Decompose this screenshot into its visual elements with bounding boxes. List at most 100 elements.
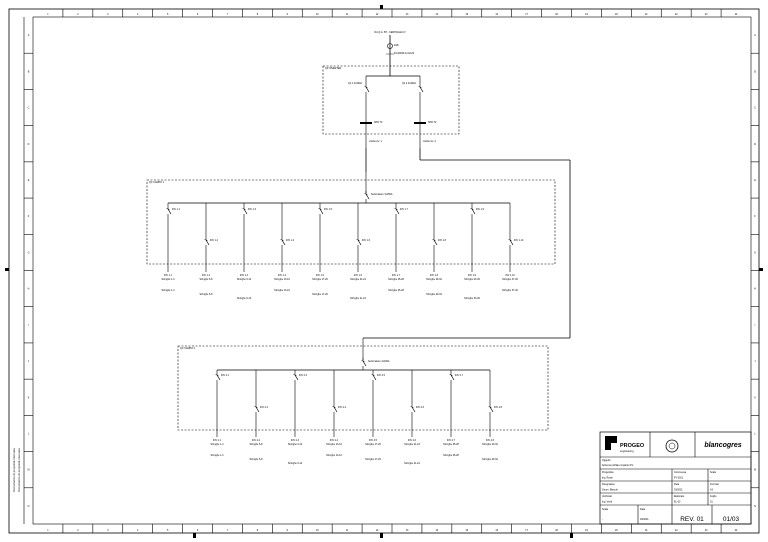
spd-label-left: SPD T2	[374, 121, 383, 124]
feeder-breaker-mark	[470, 208, 474, 210]
feeder-breaker-contact	[243, 208, 248, 215]
row-label-right: J	[754, 360, 756, 363]
incoming-cable-label: FG16R16 4x1x120	[394, 52, 415, 55]
feeder-breaker-code: INV 1.7	[400, 208, 409, 211]
feeder-cable-note: Stringhe 9-12	[288, 462, 303, 465]
field-panel-box	[177, 345, 549, 431]
row-label-right: M	[754, 469, 756, 472]
col-label-top: 4	[137, 13, 139, 16]
sheet-number: 01/03	[723, 516, 740, 523]
feeder-breaker-contact	[281, 239, 286, 246]
row-label-right: L	[754, 432, 756, 435]
tb-cell-label: Disegnatore	[602, 483, 616, 486]
feeder-breaker-contact	[333, 406, 338, 413]
main-switch-contact	[362, 360, 367, 367]
row-label-right: A	[754, 34, 756, 37]
col-label-bottom: 8	[257, 529, 259, 532]
row-label-right: I	[755, 324, 756, 327]
feeder-breaker-contact	[216, 374, 221, 381]
feeder-breaker-code: INV 1.3	[248, 208, 257, 211]
tb-cell-label: Verificato	[602, 495, 613, 498]
feeder-breaker-mark	[488, 406, 492, 408]
col-label-bottom: 12	[376, 529, 379, 532]
feeder-breaker-contact	[205, 239, 210, 246]
panel1-breaker-right-mark	[418, 86, 422, 88]
col-label-bottom: 13	[406, 529, 409, 532]
col-label-bottom: 5	[167, 529, 169, 532]
feeder-code-label: INV 1.9	[468, 274, 477, 277]
side-note-text-2: Documento di proprietà riservata	[17, 448, 21, 492]
object-heading: Oggetto	[602, 459, 611, 462]
feeder-cable-note: Stringhe 37-40	[502, 289, 518, 292]
col-label-top: 3	[107, 13, 109, 16]
tb-cell-value: Ing. Rossi	[602, 477, 613, 480]
tb-bottom-value: -	[602, 518, 603, 521]
col-label-bottom: 4	[137, 529, 139, 532]
feeder-breaker-contact	[357, 239, 362, 246]
feeder-breaker-mark	[166, 208, 170, 210]
main-switch-mark	[361, 360, 365, 362]
feeder-code-label: INV 1.5	[316, 274, 325, 277]
col-label-bottom: 18	[555, 529, 558, 532]
row-label-left: J	[28, 360, 30, 363]
row-label-right: G	[754, 251, 756, 254]
progeo-logo-icon	[605, 436, 617, 450]
col-label-bottom: 3	[107, 529, 109, 532]
feeder-breaker-code: INV 2.6	[416, 406, 425, 409]
feeder-desc-label: Stringhe 17-20	[365, 443, 381, 446]
row-label-left: B	[28, 70, 30, 73]
col-label-top: 8	[257, 13, 259, 16]
col-label-top: 16	[495, 13, 498, 16]
col-label-bottom: 21	[645, 529, 648, 532]
feeder-breaker-mark	[449, 374, 453, 376]
col-label-bottom: 10	[316, 529, 319, 532]
meter-label: kWh	[394, 44, 399, 47]
col-label-top: 20	[615, 13, 618, 16]
feeder-cable-note: Stringhe 17-20	[312, 293, 328, 296]
panel1-out-label-right: Uscita inv. 2	[423, 140, 437, 143]
row-label-left: I	[28, 324, 29, 327]
feeder-breaker-mark	[432, 239, 436, 241]
feeder-breaker-code: INV 2.5	[377, 374, 386, 377]
feeder-cable-note: Stringhe 5-8	[249, 458, 263, 461]
tb-cell-label: Scala	[710, 471, 717, 474]
row-label-right: E	[754, 179, 756, 182]
tb-cell-value: -	[710, 477, 711, 480]
tb-cell-label: Commessa	[674, 471, 687, 474]
col-label-top: 9	[287, 13, 289, 16]
tb-cell-value: EL-03	[674, 501, 681, 504]
feeder-code-label: INV 2.8	[486, 439, 495, 442]
col-label-bottom: 6	[197, 529, 199, 532]
quarter-mark-left	[193, 533, 196, 538]
inverter-panel-box	[322, 65, 460, 135]
feeder-breaker-mark	[318, 208, 322, 210]
feeder-breaker-mark	[242, 208, 246, 210]
tb-cell-value: 03/2021	[674, 489, 683, 492]
feeder-desc-label: Stringhe 25-28	[443, 443, 459, 446]
col-label-top: 21	[645, 13, 648, 16]
revision: REV. 01	[680, 516, 704, 523]
field-panel-box	[146, 179, 556, 265]
feeder-breaker-mark	[280, 239, 284, 241]
feeder-breaker-contact	[489, 406, 494, 413]
feeder-breaker-mark	[356, 239, 360, 241]
feeder-breaker-mark	[215, 374, 219, 376]
row-label-left: K	[28, 396, 30, 399]
feeder-breaker-contact	[450, 374, 455, 381]
inverter-panel-tag: QP INVERTER	[325, 67, 341, 70]
feeder-breaker-code: INV 1.9	[476, 208, 485, 211]
col-label-bottom: 22	[675, 529, 678, 532]
feeder-breaker-mark	[508, 239, 512, 241]
row-label-right: N	[754, 505, 756, 508]
seal-inner-icon	[668, 442, 676, 450]
centre-mark-left	[5, 268, 9, 271]
row-label-left: E	[28, 179, 30, 182]
panel1-breaker-left-contact	[365, 86, 370, 93]
feeder-breaker-contact	[372, 374, 377, 381]
row-label-left: G	[28, 251, 30, 254]
tb-cell-label: Formato	[710, 483, 720, 486]
col-label-bottom: 17	[525, 529, 528, 532]
centre-mark-bottom	[380, 533, 383, 538]
feeder-breaker-contact	[433, 239, 438, 246]
